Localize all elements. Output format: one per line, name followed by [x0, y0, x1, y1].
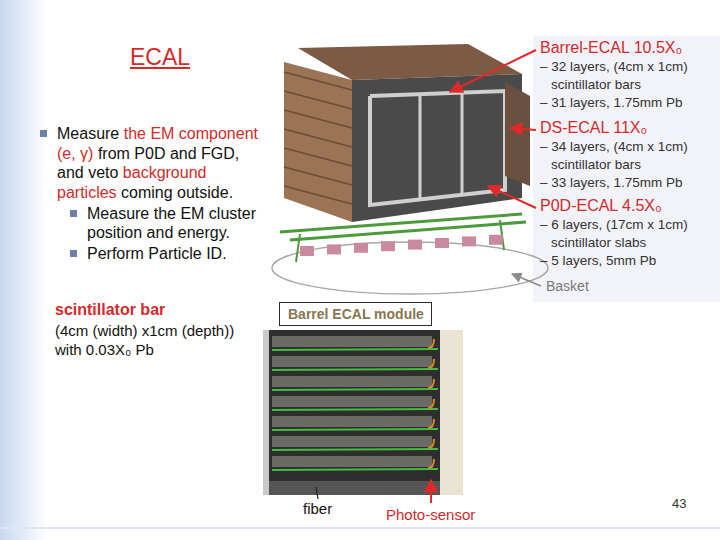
scintillator-stripe — [284, 129, 352, 147]
leader-arrow — [512, 274, 541, 286]
electronics-crate — [462, 236, 476, 246]
fiber-connector — [428, 339, 434, 348]
scintillator-stripe — [284, 91, 352, 109]
leader-arrow — [510, 128, 536, 130]
fiber-connector — [428, 419, 434, 428]
scintillator-stripe — [284, 110, 352, 128]
spec-item: – 33 layers, 1.75mm Pb — [540, 174, 716, 192]
part-name: fiber — [303, 500, 363, 517]
leader-arrow — [450, 50, 536, 92]
module-edge — [263, 330, 269, 495]
bullet-text: coming outside. — [121, 184, 233, 201]
scintillator-stripe — [284, 186, 352, 204]
support-frame — [370, 91, 505, 205]
module-photo — [263, 330, 463, 495]
barrel-top — [298, 44, 522, 80]
basket-outline — [272, 242, 548, 294]
electronics-crate — [435, 238, 449, 248]
spec-item: – 32 layers, (4cm x 1cm) scintillator ba… — [540, 58, 716, 94]
spec-item: – 6 layers, (17cm x 1cm) scintillator sl… — [540, 216, 716, 252]
electronics-crate — [327, 244, 341, 254]
scintillator-bar — [272, 456, 432, 467]
support-frame — [461, 93, 464, 195]
part-name: Basket — [546, 278, 626, 294]
photo-sensor-board — [440, 330, 463, 495]
wls-fiber — [272, 389, 438, 390]
fiber-connector — [428, 459, 434, 468]
part-name: Barrel-ECAL 10.5X₀ — [540, 38, 716, 58]
spec-item: – 31 layers, 1.75mm Pb — [540, 94, 716, 112]
cooling-pipe — [280, 214, 522, 232]
fiber-connector — [428, 379, 434, 388]
electronics-crate — [489, 235, 503, 245]
wls-fiber — [272, 469, 438, 470]
support-leg — [296, 234, 300, 262]
bottom-rule — [0, 527, 720, 529]
page-number: 43 — [672, 496, 708, 511]
scintillator-bar — [272, 356, 432, 367]
sub-bullet: Perform Particle ID. — [87, 245, 227, 262]
word-space — [118, 164, 122, 181]
text-group: scintillator bar(4cm (width) x1cm (depth… — [55, 300, 260, 360]
fiber-leader — [316, 487, 318, 499]
scintillator-stripe — [284, 148, 352, 166]
wls-fiber — [272, 429, 438, 430]
electronics-crate — [354, 243, 368, 253]
scintillator-bar — [272, 336, 432, 347]
spec-item: – 34 layers, (4cm x 1cm) scintillator ba… — [540, 138, 716, 174]
electronics-crate — [381, 241, 395, 251]
side-band — [0, 0, 48, 540]
fiber-connector — [428, 439, 434, 448]
detector-interior — [352, 74, 522, 222]
text-group: Measure the EM cluster position and ener… — [87, 204, 267, 243]
text-group: 43 — [672, 496, 708, 511]
wls-fiber — [272, 449, 438, 450]
photo-sensor-arrow — [430, 480, 432, 503]
scintillator-bar — [272, 436, 432, 447]
part-name: Photo-sensor — [386, 506, 506, 523]
bullet-text: Measure — [57, 125, 119, 142]
sub-bullet: Measure the EM cluster position and ener… — [87, 205, 256, 242]
text-group: DS-ECAL 11X₀– 34 layers, (4cm x 1cm) sci… — [540, 118, 716, 191]
fiber-connector — [428, 399, 434, 408]
word-space — [119, 125, 123, 142]
word-space — [117, 184, 121, 201]
scintillator-stripe — [284, 72, 352, 90]
support-frame — [419, 94, 422, 199]
label-panel — [533, 36, 720, 302]
spec-item: – 5 layers, 5mm Pb — [540, 252, 716, 270]
text-group: Measure the EM component (e, γ) from P0D… — [57, 124, 267, 203]
wls-fiber — [272, 349, 438, 350]
scintillator-stripe — [284, 167, 352, 185]
word-space — [93, 145, 97, 162]
part-name: DS-ECAL 11X₀ — [540, 118, 716, 138]
part-name: P0D-ECAL 4.5X₀ — [540, 196, 716, 216]
caption-box: Barrel ECAL module — [279, 302, 432, 326]
wls-fiber — [272, 409, 438, 410]
electronics-crate — [300, 246, 314, 256]
leader-arrow — [488, 186, 536, 208]
barrel-side — [284, 62, 352, 222]
text-group: fiber — [303, 500, 363, 517]
scintillator-bar — [272, 376, 432, 387]
box-label: Barrel ECAL module — [288, 306, 423, 322]
electronics-crate — [408, 240, 422, 250]
text-group: P0D-ECAL 4.5X₀– 6 layers, (17cm x 1cm) s… — [540, 196, 716, 269]
slide-title: ECAL — [130, 44, 190, 71]
section-heading: scintillator bar — [55, 300, 260, 321]
wls-fiber — [272, 369, 438, 370]
ds-ecal-module — [505, 82, 530, 186]
text-group: Barrel-ECAL 10.5X₀– 32 layers, (4cm x 1c… — [540, 38, 716, 111]
module-base — [269, 481, 440, 495]
scintillator-bar — [272, 396, 432, 407]
text-group: Perform Particle ID. — [87, 244, 267, 264]
text-group: Basket — [546, 278, 626, 294]
fiber-connector — [428, 359, 434, 368]
text-group: Photo-sensor — [386, 506, 506, 523]
scintillator-bar — [272, 416, 432, 427]
text-group: Measure the EM component (e, γ) from P0D… — [57, 124, 267, 264]
spec-text: (4cm (width) x1cm (depth)) with 0.03X₀ P… — [55, 321, 260, 360]
